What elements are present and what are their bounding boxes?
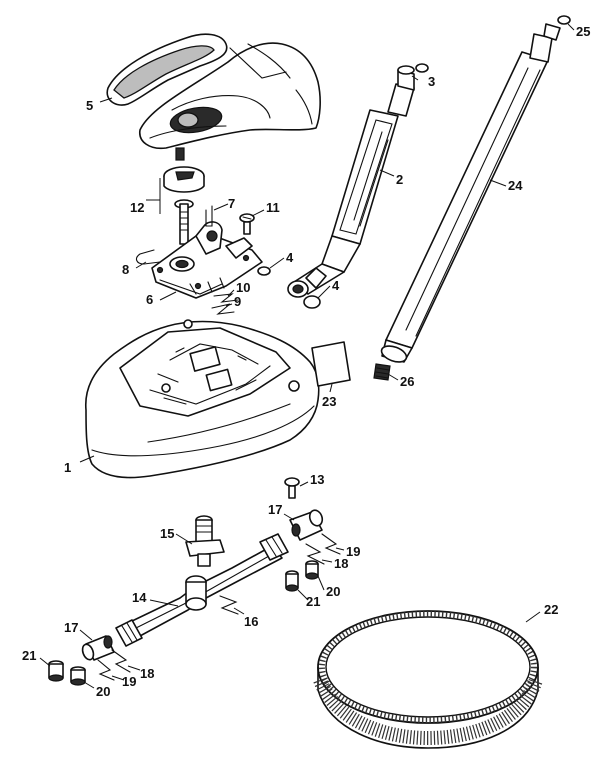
part-knob[interactable] [163, 166, 205, 193]
part-clip-19a[interactable] [321, 533, 341, 555]
callout-14: 14 [132, 590, 147, 605]
callout-16: 16 [244, 614, 258, 629]
callout-5: 5 [86, 98, 93, 113]
callout-labels: 1 2 3 4 4 5 6 7 8 9 10 11 12 13 14 15 16… [22, 24, 590, 699]
part-spring-26[interactable] [373, 363, 391, 381]
callout-21b: 21 [22, 648, 36, 663]
part-nozzle-15[interactable] [185, 515, 225, 567]
callout-19b: 19 [122, 674, 136, 689]
callout-9: 9 [234, 294, 241, 309]
part-screw-13[interactable] [284, 477, 300, 499]
callout-23: 23 [322, 394, 336, 409]
part-bracket[interactable] [151, 221, 263, 299]
leader-lines [39, 23, 575, 689]
callout-20b: 20 [96, 684, 110, 699]
part-handle-housing[interactable] [106, 33, 321, 161]
part-insert-21a[interactable] [285, 570, 299, 592]
callout-4a: 4 [286, 250, 294, 265]
part-clip-18b[interactable] [111, 649, 131, 673]
part-insert-20b[interactable] [70, 666, 86, 686]
part-oring-3[interactable] [415, 63, 429, 73]
callout-13: 13 [310, 472, 324, 487]
callout-4b: 4 [332, 278, 340, 293]
callout-11: 11 [266, 200, 280, 215]
callout-19a: 19 [346, 544, 360, 559]
part-clip-9[interactable] [211, 303, 235, 315]
callout-8: 8 [122, 262, 129, 277]
part-bristle-ring[interactable] [313, 610, 543, 749]
callout-24: 24 [508, 178, 523, 193]
part-extension-lance[interactable] [379, 23, 561, 365]
part-insert-21b[interactable] [48, 660, 64, 682]
part-shaft[interactable] [174, 199, 194, 245]
part-clip-18a[interactable] [305, 543, 325, 565]
callout-10: 10 [236, 280, 250, 295]
part-clip-7[interactable] [205, 205, 213, 227]
part-clip-8[interactable] [135, 249, 161, 265]
part-spray-bar[interactable] [115, 533, 289, 647]
callout-6: 6 [146, 292, 153, 307]
part-oring-4b[interactable] [303, 295, 321, 309]
callout-18b: 18 [140, 666, 154, 681]
part-lance-handle[interactable] [287, 65, 415, 298]
part-clip-19b[interactable] [97, 659, 115, 681]
callout-3: 3 [428, 74, 435, 89]
part-elbow-17a[interactable] [289, 508, 324, 541]
callout-2: 2 [396, 172, 403, 187]
callout-17b: 17 [64, 620, 78, 635]
callout-25: 25 [576, 24, 590, 39]
part-clip-16[interactable] [219, 595, 239, 615]
callout-7: 7 [228, 196, 235, 211]
callout-22: 22 [544, 602, 558, 617]
part-clip-10[interactable] [213, 293, 239, 303]
callout-21a: 21 [306, 594, 320, 609]
part-elbow-17b[interactable] [81, 635, 115, 661]
part-insert-20a[interactable] [305, 560, 319, 580]
callout-20a: 20 [326, 584, 340, 599]
part-oring-25[interactable] [557, 15, 571, 25]
callout-15: 15 [160, 526, 174, 541]
part-housing-cover[interactable] [84, 319, 320, 479]
callout-26: 26 [400, 374, 414, 389]
callout-1: 1 [64, 460, 71, 475]
callout-18a: 18 [334, 556, 348, 571]
callout-17a: 17 [268, 502, 282, 517]
part-screw-11[interactable] [239, 213, 255, 235]
callout-12: 12 [130, 200, 144, 215]
part-oring-4a[interactable] [257, 266, 271, 276]
part-label-23[interactable] [311, 341, 351, 387]
